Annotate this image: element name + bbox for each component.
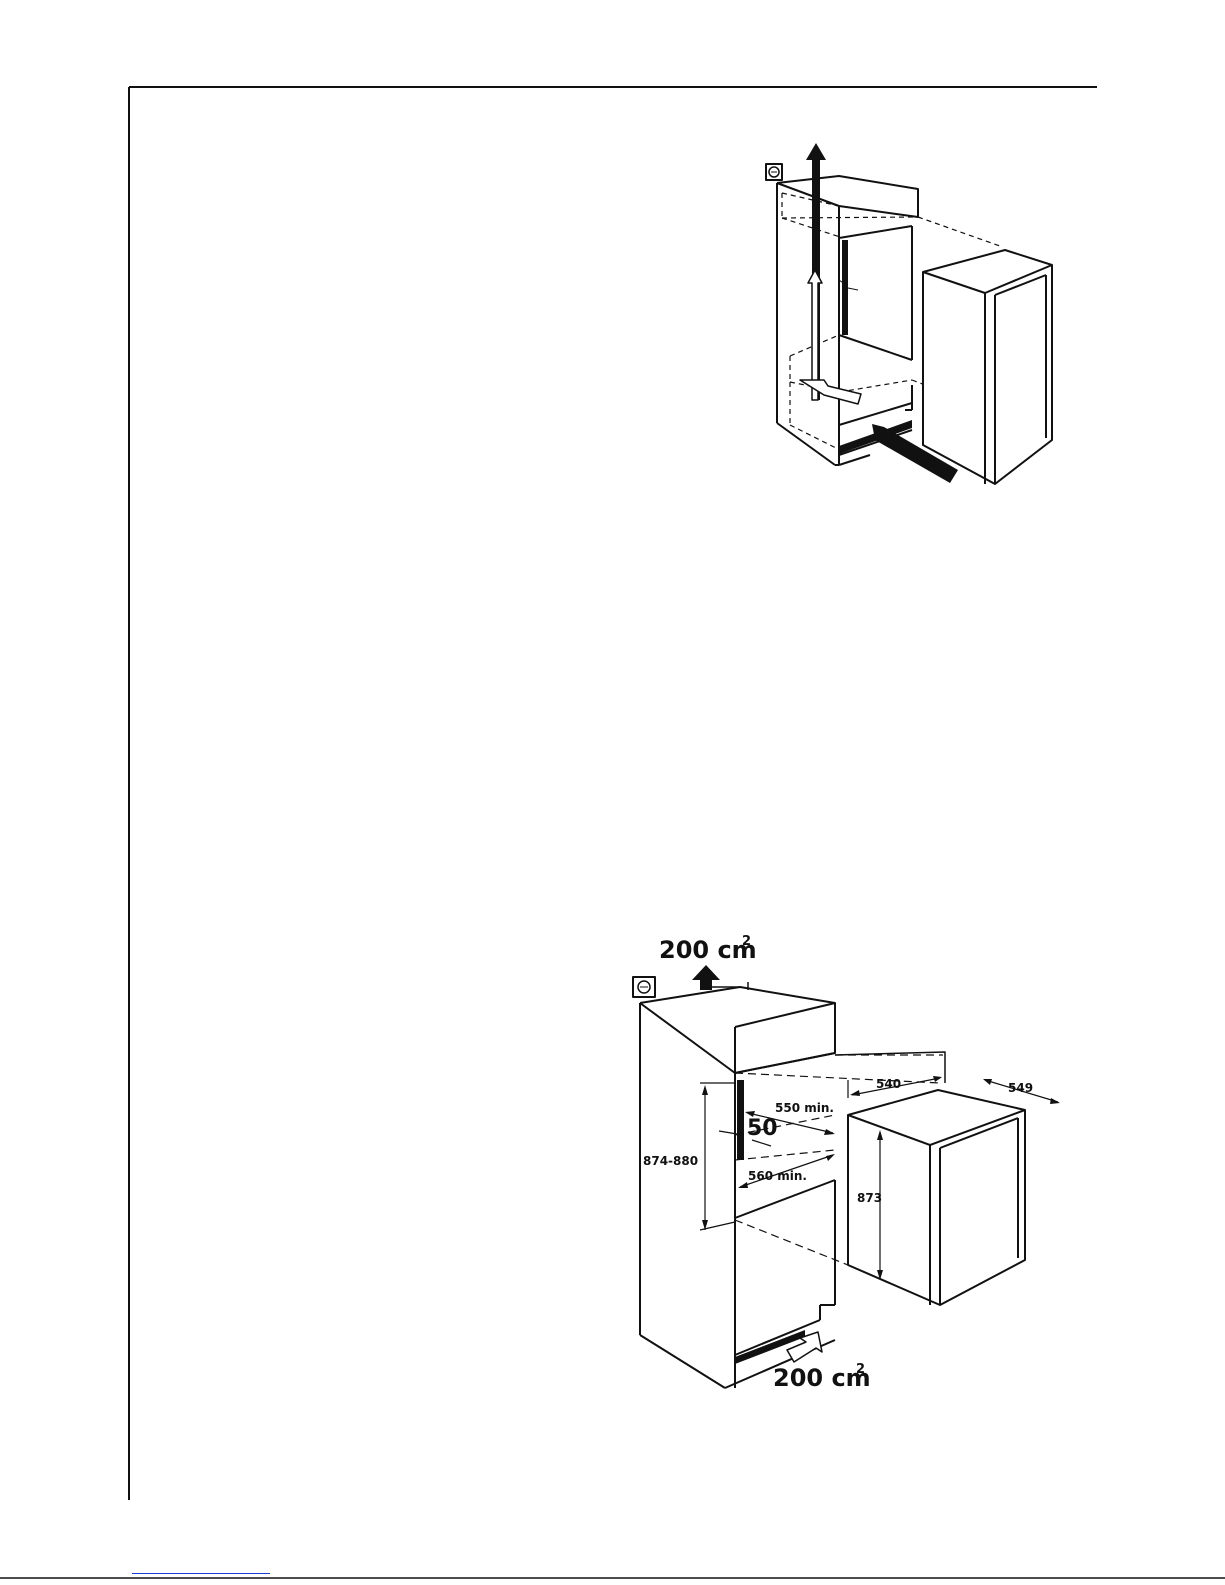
dim-appliance-height: 873	[857, 1191, 882, 1205]
dim-width-min: 560 min.	[748, 1169, 807, 1183]
footer-link-underline[interactable]	[132, 1573, 270, 1574]
dim-appliance-depth: 549	[1008, 1081, 1033, 1095]
dim-niche-height: 874-880	[643, 1154, 698, 1168]
top-ventilation-diagram	[766, 143, 1052, 484]
dim-appliance-width: 540	[876, 1077, 901, 1091]
socket-icon	[633, 977, 655, 997]
vent-bottom-exponent: 2	[856, 1362, 865, 1377]
vent-top-exponent: 2	[742, 934, 751, 949]
socket-icon	[766, 164, 782, 180]
bottom-installation-diagram	[633, 965, 1060, 1388]
dim-depth-min: 550 min.	[775, 1101, 834, 1115]
dim-gap: 50	[747, 1116, 778, 1141]
